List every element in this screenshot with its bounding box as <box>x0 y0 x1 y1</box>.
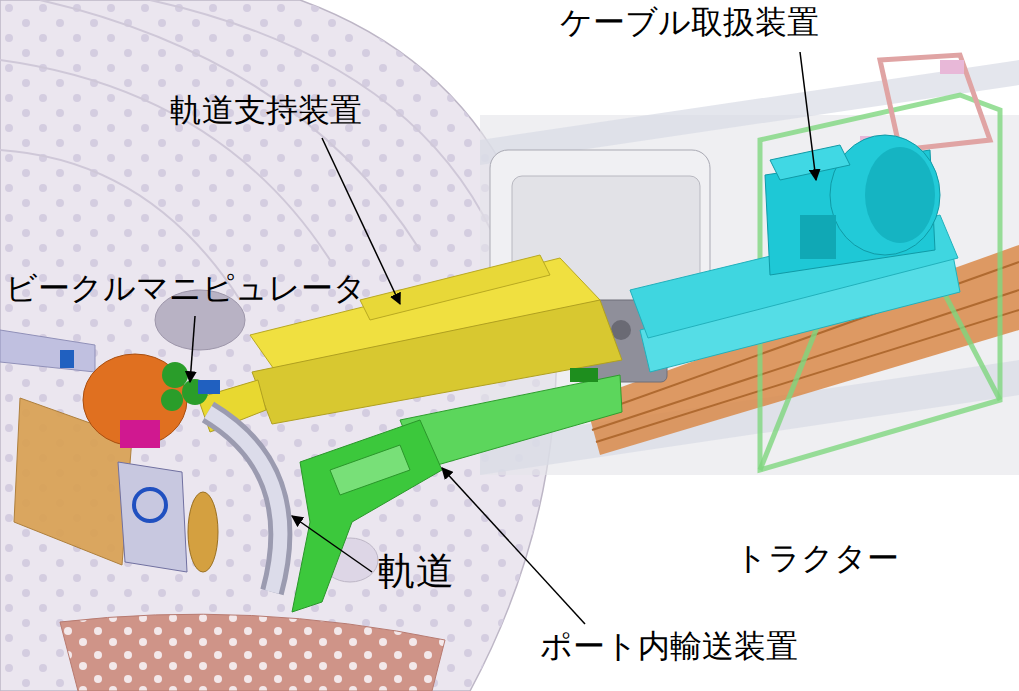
vehicle-manipulator-part <box>120 420 160 448</box>
part-label: ポート内輸送装置 <box>540 628 798 665</box>
vehicle-manipulator-part <box>162 362 188 388</box>
leader-line <box>190 316 195 382</box>
vehicle-manipulator-part <box>60 350 74 368</box>
cable-handling-device-part <box>800 215 836 259</box>
leader-line <box>442 468 585 624</box>
cable-handling-device-part <box>770 145 850 180</box>
cable-handling-device-part <box>830 135 940 255</box>
vehicle-manipulator-part <box>134 489 166 521</box>
track-rail-part <box>208 412 280 592</box>
vacuum-vessel-part <box>40 0 420 250</box>
track-rail <box>208 412 280 592</box>
cable-handling-device <box>630 135 960 372</box>
part-label: 軌道支持装置 <box>170 92 362 129</box>
vehicle-manipulator-part <box>0 330 95 372</box>
tractor-frame-part <box>940 60 964 74</box>
part-label: ビークルマニピュレータ <box>5 270 366 307</box>
vehicle-manipulator-part <box>198 380 220 394</box>
vehicle-manipulator <box>0 330 220 572</box>
port-transport-device-part <box>330 445 410 495</box>
track-support-device-part <box>360 255 550 320</box>
vacuum-vessel-part <box>150 0 500 250</box>
vacuum-vessel-part <box>0 60 330 260</box>
track-rail-part <box>208 412 280 592</box>
port-transport-device <box>292 368 622 612</box>
cable-handling-device-part <box>865 147 935 243</box>
vehicle-manipulator-part <box>118 462 187 572</box>
tractor-frame-part <box>480 60 1019 165</box>
port-transport-device-part <box>570 368 598 382</box>
leader-line <box>800 52 816 180</box>
vacuum-vessel-part <box>60 614 445 691</box>
leader-line <box>292 516 372 572</box>
part-label: トラクター <box>735 540 899 577</box>
part-label: 軌道 <box>378 550 454 594</box>
vehicle-manipulator-part <box>161 389 183 411</box>
part-label: ケーブル取扱装置 <box>560 4 819 41</box>
vehicle-manipulator-part <box>188 492 218 572</box>
